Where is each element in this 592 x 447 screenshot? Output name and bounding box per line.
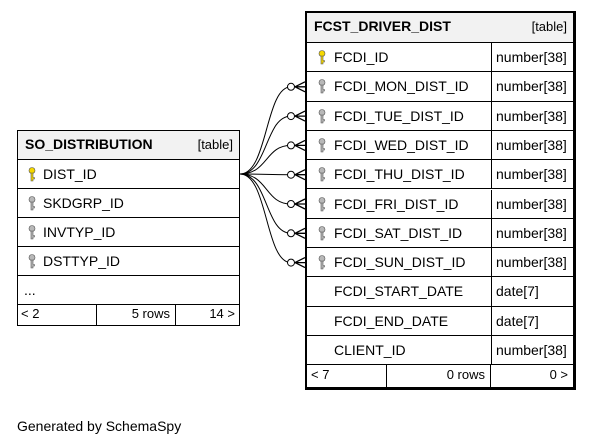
optional-marker bbox=[287, 200, 295, 208]
column-row[interactable]: INVTYP_ID bbox=[18, 218, 239, 247]
column-name: FCDI_THU_DIST_ID bbox=[334, 166, 465, 183]
table-kind: [table] bbox=[197, 137, 233, 152]
table-header: FCST_DRIVER_DIST [table] bbox=[307, 13, 573, 43]
column-type: date[7] bbox=[496, 283, 539, 300]
table-footer: < 2 5 rows 14 > bbox=[18, 304, 239, 325]
column-type: number[38] bbox=[496, 78, 567, 95]
footer-rows: 0 rows bbox=[387, 364, 491, 389]
foreign-key-icon bbox=[318, 167, 326, 187]
foreign-key-icon bbox=[318, 196, 326, 217]
table-fcst-driver-dist[interactable]: FCST_DRIVER_DIST [table] FCDI_ID number[3… bbox=[305, 11, 576, 390]
column-row[interactable]: FCDI_START_DATE date[7] bbox=[307, 277, 573, 307]
column-row[interactable]: FCDI_TUE_DIST_ID number[38] bbox=[307, 101, 573, 131]
foreign-key-icon bbox=[28, 225, 36, 245]
column-row[interactable]: FCDI_FRI_DIST_ID number[38] bbox=[307, 189, 573, 219]
foreign-key-icon bbox=[318, 79, 326, 99]
table-name: SO_DISTRIBUTION bbox=[25, 136, 153, 152]
column-type: number[38] bbox=[496, 224, 567, 241]
footer-children[interactable]: 14 > bbox=[209, 306, 235, 321]
column-type: number[38] bbox=[496, 254, 567, 271]
optional-marker bbox=[287, 229, 295, 238]
column-type: number[38] bbox=[496, 136, 567, 153]
table-name: FCST_DRIVER_DIST bbox=[314, 18, 451, 34]
optional-marker bbox=[287, 170, 295, 179]
column-name: FCDI_SAT_DIST_ID bbox=[334, 224, 463, 241]
relationship-line bbox=[239, 173, 292, 205]
relationship-line bbox=[239, 86, 292, 175]
column-name: FCDI_ID bbox=[334, 49, 389, 65]
column-row[interactable]: FCDI_SAT_DIST_ID number[38] bbox=[307, 218, 573, 249]
generated-by-label: Generated by SchemaSpy bbox=[17, 418, 182, 434]
column-name: FCDI_WED_DIST_ID bbox=[334, 136, 469, 153]
foreign-key-icon bbox=[318, 108, 326, 129]
column-type: number[38] bbox=[496, 49, 567, 65]
optional-marker bbox=[287, 82, 295, 91]
primary-key-icon bbox=[28, 167, 36, 187]
column-name: FCDI_START_DATE bbox=[334, 283, 464, 300]
table-footer: < 7 0 rows 0 > bbox=[307, 364, 573, 389]
column-name: DSTTYP_ID bbox=[43, 253, 121, 269]
table-header: SO_DISTRIBUTION [table] bbox=[18, 131, 239, 160]
column-type: number[38] bbox=[496, 107, 567, 124]
footer-rows: 5 rows bbox=[97, 304, 176, 325]
optional-marker bbox=[287, 141, 295, 150]
crowsfoot-marker bbox=[294, 169, 306, 181]
column-row[interactable]: FCDI_SUN_DIST_ID number[38] bbox=[307, 248, 573, 278]
optional-marker bbox=[287, 258, 295, 267]
column-name: FCDI_MON_DIST_ID bbox=[334, 78, 469, 95]
footer-parents[interactable]: < 2 bbox=[18, 304, 97, 325]
column-name: SKDGRP_ID bbox=[43, 195, 124, 211]
foreign-key-icon bbox=[28, 196, 36, 216]
optional-marker bbox=[287, 112, 295, 121]
column-name: INVTYP_ID bbox=[43, 224, 116, 240]
table-kind: [table] bbox=[531, 19, 567, 34]
relationship-line bbox=[239, 173, 292, 176]
foreign-key-icon bbox=[318, 138, 326, 158]
relationship-line bbox=[239, 173, 292, 234]
crowsfoot-marker bbox=[294, 110, 306, 122]
foreign-key-icon bbox=[318, 255, 326, 275]
column-name: DIST_ID bbox=[43, 166, 97, 182]
foreign-key-icon bbox=[318, 225, 326, 246]
crowsfoot-marker bbox=[294, 227, 306, 239]
ellipsis-row: ... bbox=[18, 276, 239, 305]
column-type: number[38] bbox=[496, 195, 567, 212]
column-row[interactable]: FCDI_THU_DIST_ID number[38] bbox=[307, 160, 573, 190]
column-row[interactable]: FCDI_MON_DIST_ID number[38] bbox=[307, 72, 573, 102]
column-type: date[7] bbox=[496, 312, 539, 329]
footer-children[interactable]: 0 > bbox=[549, 367, 568, 383]
column-name: FCDI_SUN_DIST_ID bbox=[334, 254, 466, 271]
crowsfoot-marker bbox=[294, 257, 306, 269]
crowsfoot-marker bbox=[294, 198, 306, 210]
column-row[interactable]: DIST_ID bbox=[18, 160, 239, 189]
relationship-line bbox=[239, 144, 292, 175]
ellipsis: ... bbox=[24, 282, 36, 298]
foreign-key-icon bbox=[28, 254, 36, 274]
column-row[interactable]: CLIENT_ID number[38] bbox=[307, 336, 573, 366]
primary-key-icon bbox=[318, 50, 326, 70]
crowsfoot-marker bbox=[294, 81, 306, 93]
column-row[interactable]: FCDI_END_DATE date[7] bbox=[307, 306, 573, 336]
column-name: FCDI_FRI_DIST_ID bbox=[334, 195, 459, 212]
crowsfoot-marker bbox=[294, 139, 306, 151]
column-row[interactable]: SKDGRP_ID bbox=[18, 189, 239, 218]
column-type: number[38] bbox=[496, 166, 567, 183]
column-row[interactable]: FCDI_WED_DIST_ID number[38] bbox=[307, 130, 573, 161]
column-name: FCDI_END_DATE bbox=[334, 312, 449, 329]
column-row[interactable]: FCDI_ID number[38] bbox=[307, 43, 573, 73]
table-so-distribution[interactable]: SO_DISTRIBUTION [table] DIST_ID SKDGRP_ID… bbox=[17, 130, 240, 326]
relationship-line bbox=[239, 115, 292, 175]
column-type: number[38] bbox=[496, 342, 567, 358]
footer-parents[interactable]: < 7 bbox=[307, 364, 387, 389]
column-name: FCDI_TUE_DIST_ID bbox=[334, 107, 464, 124]
column-row[interactable]: DSTTYP_ID bbox=[18, 247, 239, 276]
relationship-line bbox=[239, 173, 292, 264]
column-name: CLIENT_ID bbox=[334, 342, 406, 358]
